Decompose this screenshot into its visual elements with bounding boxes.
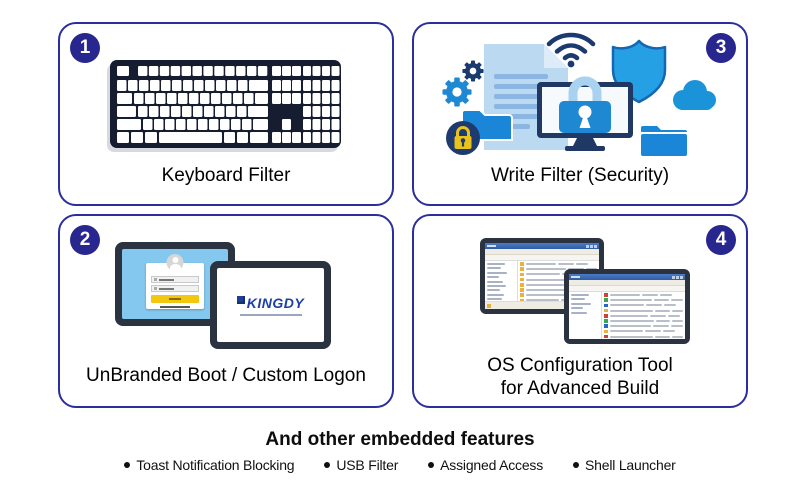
tablet-logo-screen: KINGDY [210,261,331,349]
badge-3: 3 [706,33,736,63]
bullet-icon [324,462,331,468]
badge-2: 2 [70,225,100,255]
wifi-icon [546,32,596,68]
card-label-os-config: OS Configuration Tool for Advanced Build [487,355,673,399]
login-card [146,254,204,309]
badge-1: 1 [70,33,100,63]
card-label-unbranded-boot: UnBranded Boot / Custom Logon [86,365,366,386]
lock-circle-icon [446,121,480,155]
user-avatar-icon [166,254,184,271]
feature-item: Assigned Access [428,457,543,473]
username-field[interactable] [151,276,199,283]
window-setting-list [602,292,685,339]
card-os-config-tool: 4 [412,214,748,408]
window-sidebar [569,292,602,339]
bullet-icon [124,462,131,468]
card-label-write-filter: Write Filter (Security) [490,165,670,186]
window-sidebar [485,261,518,301]
window-titlebar [569,274,685,280]
feature-item: USB Filter [324,457,398,473]
card-label-keyboard-filter: Keyboard Filter [161,165,291,186]
forgot-password-link[interactable] [160,306,190,308]
gears-icon [442,60,484,107]
logo-tagline-line [239,313,302,316]
kingdy-logo: KINGDY [246,294,305,311]
window-menubar [569,280,685,286]
window-column-header [485,255,599,261]
bullet-icon [428,462,435,468]
card-write-filter: 3 [412,22,748,206]
window-statusbar [485,301,599,309]
boot-logo-screen: KINGDY [217,268,324,342]
cloud-icon [673,80,716,110]
monitor-lock-icon [537,76,633,151]
feature-item: Toast Notification Blocking [124,457,295,473]
footer-title: And other embedded features [265,429,535,450]
window-titlebar [485,243,599,249]
password-field[interactable] [151,285,199,292]
window-menubar [485,249,599,255]
config-window-2 [564,269,690,344]
bullet-icon [573,462,580,468]
folder-open-icon [641,126,687,156]
card-keyboard-filter: 1 Keyboard Filter [58,22,394,206]
keyboard-icon [110,60,342,155]
feature-item: Shell Launcher [573,457,676,473]
badge-4: 4 [706,225,736,255]
login-button[interactable] [151,295,199,303]
card-unbranded-boot: 2 KIN [58,214,394,408]
kingdy-cube-icon [236,295,245,304]
footer-feature-list: Toast Notification Blocking USB Filter A… [0,457,800,473]
window-column-header [569,286,685,292]
